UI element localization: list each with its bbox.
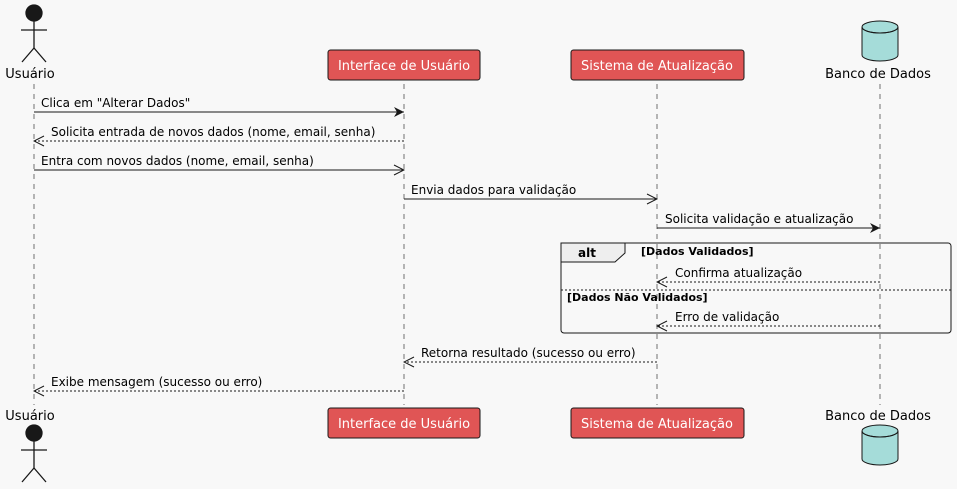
- message-7: Erro de validação: [657, 310, 880, 326]
- message-3: Entra com novos dados (nome, email, senh…: [34, 154, 404, 170]
- actor-icon: [21, 4, 47, 63]
- participant-sys-bottom: Sistema de Atualização: [570, 407, 745, 439]
- participant-db-top: Banco de Dados: [825, 20, 931, 82]
- message-label: Confirma atualização: [675, 266, 802, 280]
- participant-label: Interface de Usuário: [338, 417, 470, 432]
- participant-label: Interface de Usuário: [338, 59, 470, 74]
- message-label: Retorna resultado (sucesso ou erro): [421, 346, 636, 360]
- message-label: Entra com novos dados (nome, email, senh…: [41, 154, 314, 168]
- alt-guard-2: [Dados Não Validados]: [567, 291, 708, 304]
- participant-label: Banco de Dados: [825, 409, 931, 424]
- message-6: Confirma atualização: [657, 266, 880, 282]
- participant-user-top: Usuário: [5, 4, 55, 82]
- message-9: Exibe mensagem (sucesso ou erro): [34, 375, 404, 391]
- message-label: Clica em "Alterar Dados": [41, 96, 190, 110]
- message-1: Clica em "Alterar Dados": [34, 96, 404, 117]
- message-label: Envia dados para validação: [411, 183, 576, 197]
- participant-sys-top: Sistema de Atualização: [570, 49, 745, 81]
- message-label: Exibe mensagem (sucesso ou erro): [51, 375, 262, 389]
- database-icon: [861, 424, 899, 466]
- alt-guard-1: [Dados Validados]: [641, 245, 754, 258]
- message-2: Solicita entrada de novos dados (nome, e…: [34, 125, 404, 141]
- participant-db-bottom: Banco de Dados: [825, 409, 931, 466]
- participant-ui-top: Interface de Usuário: [327, 49, 481, 81]
- participant-label: Banco de Dados: [825, 67, 931, 82]
- participant-user-bottom: Usuário: [5, 409, 55, 483]
- message-label: Solicita entrada de novos dados (nome, e…: [51, 125, 375, 139]
- alt-keyword: alt: [578, 246, 596, 260]
- participant-label: Usuário: [5, 409, 54, 424]
- database-icon: [861, 20, 899, 62]
- alt-fragment: alt [Dados Validados] [Dados Não Validad…: [560, 242, 952, 334]
- participant-label: Sistema de Atualização: [581, 417, 733, 432]
- participant-label: Sistema de Atualização: [581, 59, 733, 74]
- participant-label: Usuário: [5, 67, 54, 82]
- message-5: Solicita validação e atualização: [657, 212, 880, 233]
- message-label: Solicita validação e atualização: [665, 212, 853, 226]
- message-label: Erro de validação: [675, 310, 779, 324]
- message-8: Retorna resultado (sucesso ou erro): [404, 346, 657, 362]
- message-4: Envia dados para validação: [404, 183, 657, 199]
- actor-icon: [21, 424, 47, 483]
- participant-ui-bottom: Interface de Usuário: [327, 407, 481, 439]
